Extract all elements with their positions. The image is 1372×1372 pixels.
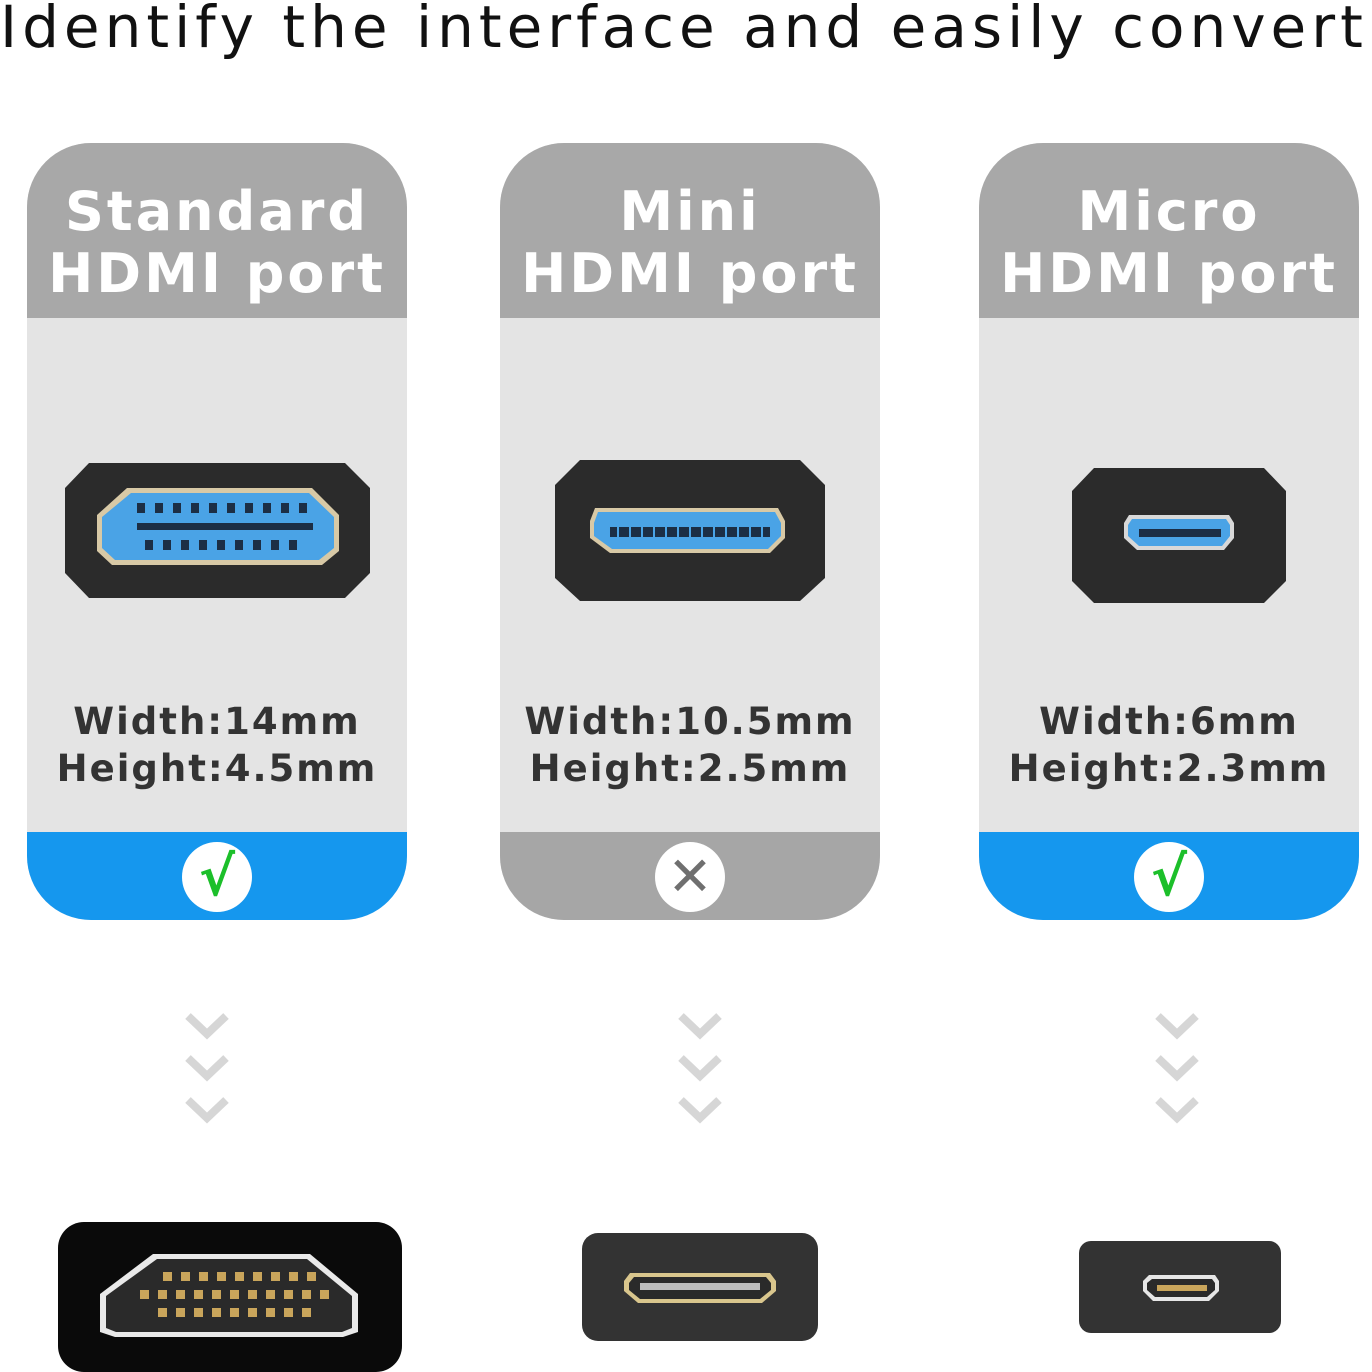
port-height: Height:2.3mm xyxy=(1008,747,1330,790)
card-title-line2: HDMI port xyxy=(521,242,859,305)
chevron-down-icon xyxy=(185,1013,229,1124)
check-icon: √ xyxy=(1134,842,1204,912)
standard-hdmi-cable-end-icon xyxy=(58,1222,402,1372)
card-title-line2: HDMI port xyxy=(48,242,386,305)
card-header xyxy=(979,143,1359,318)
mini-hdmi-cable-end-icon xyxy=(582,1233,818,1341)
card-title: Mini HDMI port xyxy=(500,181,880,305)
standard-hdmi-card: Standard HDMI port Width:14mm Height:4.5… xyxy=(27,143,407,920)
card-title: Micro HDMI port xyxy=(979,181,1359,305)
micro-hdmi-cable-end-icon xyxy=(1079,1241,1281,1333)
mini-hdmi-port-icon xyxy=(555,460,825,601)
card-header xyxy=(27,143,407,318)
card-title: Standard HDMI port xyxy=(27,181,407,305)
micro-hdmi-port-icon xyxy=(1072,468,1286,603)
micro-hdmi-card: Micro HDMI port Width:6mm Height:2.3mm √ xyxy=(979,143,1359,920)
card-title-line1: Mini xyxy=(619,180,761,243)
chevron-down-icon xyxy=(1155,1013,1199,1124)
port-dimensions: Width:10.5mm Height:2.5mm xyxy=(500,698,880,792)
card-title-line1: Standard xyxy=(65,180,369,243)
port-dimensions: Width:14mm Height:4.5mm xyxy=(27,698,407,792)
card-status-bar: √ xyxy=(27,832,407,920)
card-header xyxy=(500,143,880,318)
port-dimensions: Width:6mm Height:2.3mm xyxy=(979,698,1359,792)
port-height: Height:4.5mm xyxy=(56,747,378,790)
port-width: Width:10.5mm xyxy=(524,700,856,743)
card-title-line2: HDMI port xyxy=(1000,242,1338,305)
card-title-line1: Micro xyxy=(1077,180,1261,243)
check-icon: √ xyxy=(182,842,252,912)
chevron-down-icon xyxy=(678,1013,722,1124)
port-width: Width:14mm xyxy=(73,700,361,743)
card-status-bar: √ xyxy=(979,832,1359,920)
card-status-bar: ✕ xyxy=(500,832,880,920)
standard-hdmi-port-icon xyxy=(65,463,370,598)
port-width: Width:6mm xyxy=(1039,700,1299,743)
cross-icon: ✕ xyxy=(655,842,725,912)
port-height: Height:2.5mm xyxy=(529,747,851,790)
mini-hdmi-card: Mini HDMI port Width:10.5mm Height:2.5mm… xyxy=(500,143,880,920)
page-headline: Identify the interface and easily conver… xyxy=(0,0,1368,61)
